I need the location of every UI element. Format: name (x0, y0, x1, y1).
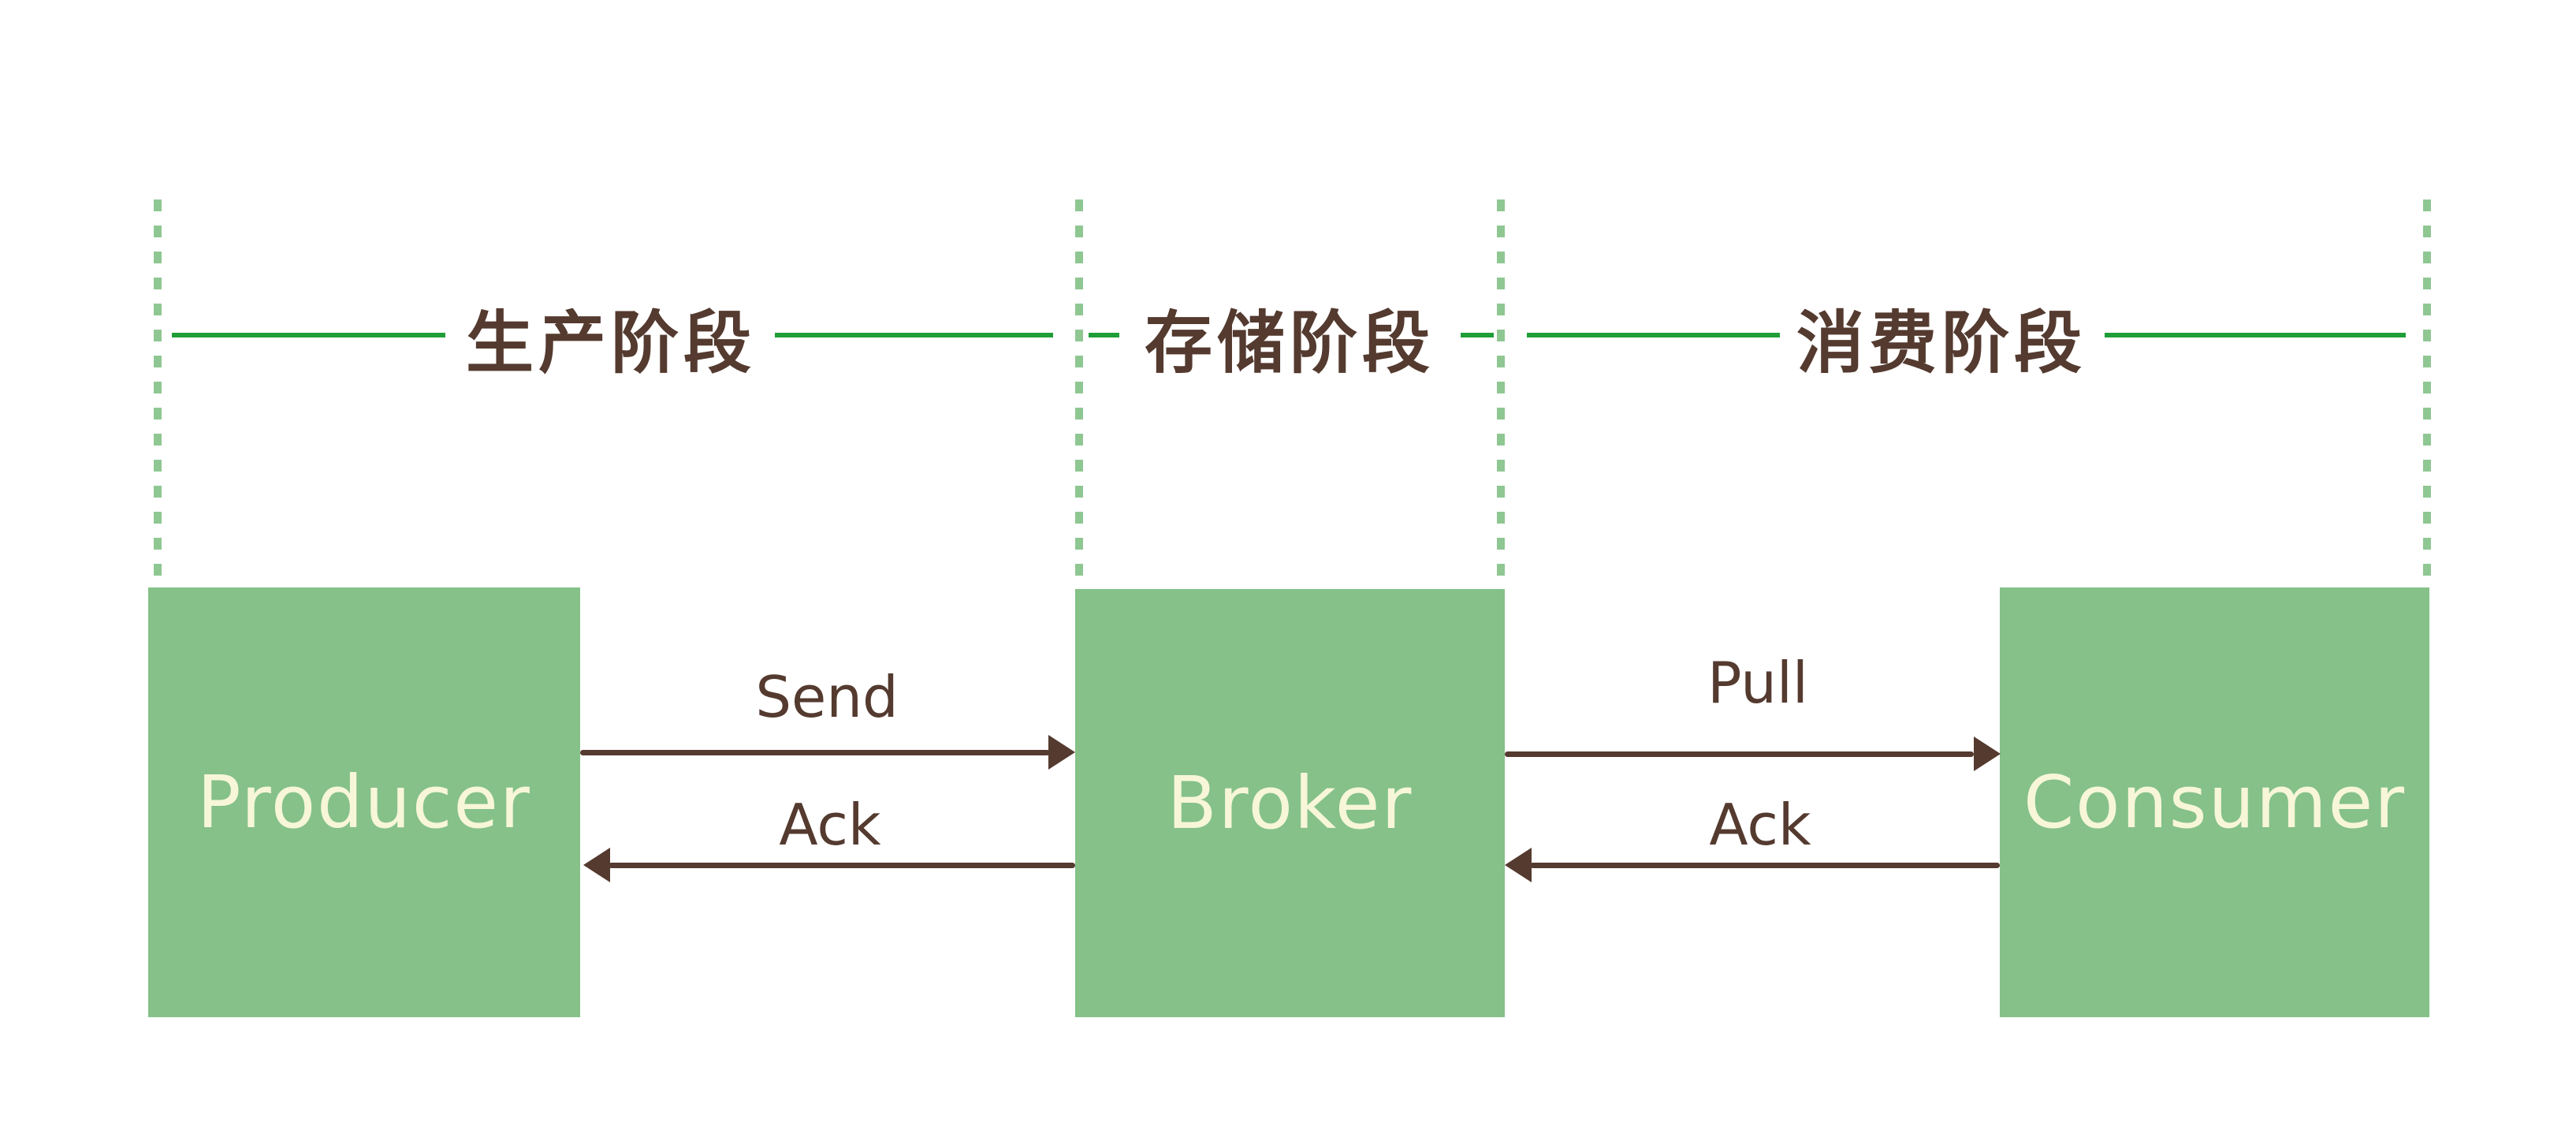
arrow-send-line (580, 750, 1050, 755)
arrow-label-ack-right: Ack (1709, 792, 1811, 858)
phase-rule-segment (1089, 333, 1119, 337)
node-box-producer: Producer (148, 587, 580, 1017)
node-box-broker: Broker (1075, 589, 1505, 1017)
arrow-ack-right-line (1530, 863, 2000, 868)
node-box-consumer: Consumer (2000, 587, 2429, 1017)
arrow-label-ack-left: Ack (779, 792, 881, 858)
arrow-ack-left-head-icon (583, 848, 610, 882)
node-label-broker: Broker (1167, 761, 1413, 845)
phase-label-storage: 存储阶段 (1145, 304, 1435, 383)
arrow-send-head-right-icon (1048, 735, 1075, 770)
arrow-ack-right-head-icon (1505, 848, 1532, 882)
phase-rule-segment (1461, 333, 1494, 337)
phase-rule-segment (172, 333, 445, 337)
phase-label-production: 生产阶段 (466, 304, 756, 383)
arrow-label-pull: Pull (1707, 650, 1808, 716)
phase-rule-segment (2105, 333, 2406, 337)
phase-divider-dashed-line-2 (1075, 199, 1083, 589)
phase-divider-dashed-line-3 (1497, 199, 1505, 589)
phase-label-consumption: 消费阶段 (1796, 304, 2086, 383)
phase-rule-segment (775, 333, 1053, 337)
arrow-pull-line (1505, 751, 1974, 757)
phase-divider-dashed-line-4 (2423, 199, 2431, 587)
phase-divider-dashed-line-1 (154, 199, 162, 587)
node-label-producer: Producer (197, 760, 531, 845)
arrow-pull-head-right-icon (1974, 736, 2001, 771)
node-label-consumer: Consumer (2023, 760, 2407, 845)
arrow-label-send: Send (755, 664, 899, 730)
arrow-ack-left-line (609, 863, 1075, 868)
phase-rule-segment (1527, 333, 1780, 337)
